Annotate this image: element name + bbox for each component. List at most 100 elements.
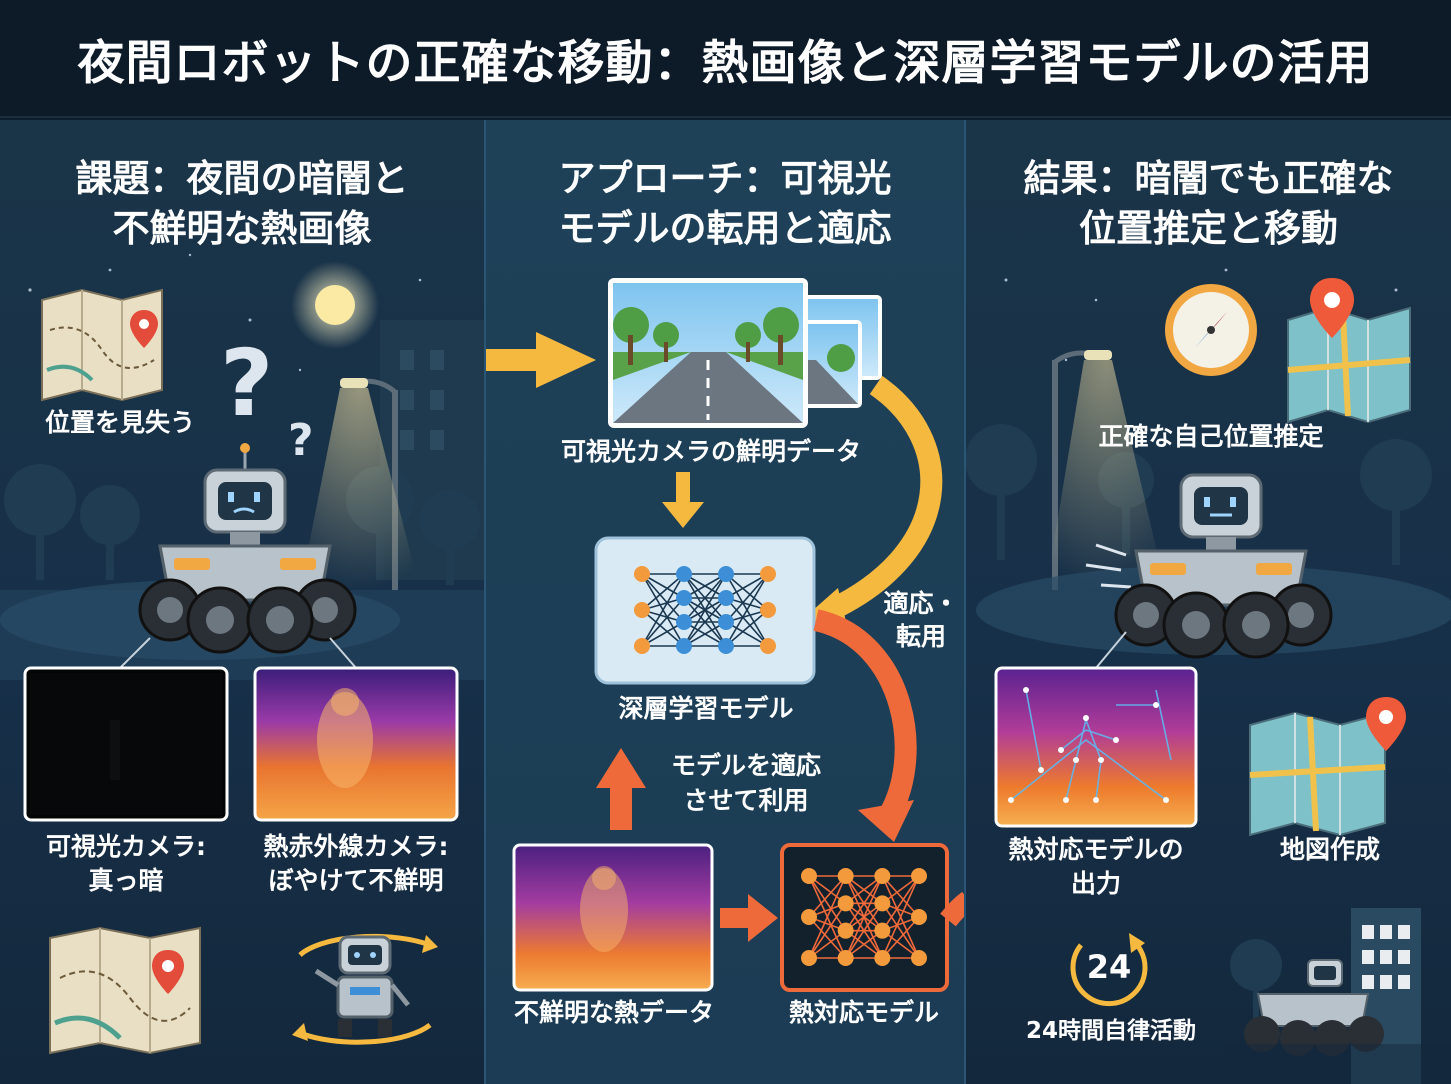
network-edge: [844, 875, 884, 959]
network-node: [676, 590, 692, 606]
network-node: [760, 566, 776, 582]
network-node: [837, 922, 854, 939]
robot-icon: [314, 935, 410, 1037]
result-title: 結果：暗闇でも正確な 位置推定と移動: [1023, 157, 1394, 250]
network-node: [718, 566, 734, 582]
page-title: 夜間ロボットの正確な移動：熱画像と深層学習モデルの活用: [77, 35, 1374, 91]
map-icon: [1249, 697, 1406, 837]
localization-label: 正確な自己位置推定: [1098, 422, 1324, 451]
network-edge: [881, 902, 920, 959]
network-edge: [641, 573, 685, 611]
network-node: [911, 950, 927, 966]
network-edge: [641, 621, 685, 647]
network-edge: [725, 573, 769, 647]
network-node: [760, 638, 776, 654]
network-edge: [808, 902, 847, 959]
thermal-model-label: 熱対応モデル: [788, 998, 939, 1027]
network-edge: [725, 597, 769, 647]
adapt-label: モデルを適応 させて利用: [670, 751, 821, 815]
deep-model-label: 深層学習モデル: [618, 694, 794, 723]
network-edge: [683, 573, 727, 623]
neural-network-icon: [801, 868, 927, 966]
result-scene: 24: [966, 268, 1451, 1084]
network-node: [634, 602, 650, 618]
network-edge: [808, 875, 847, 918]
network-node: [634, 566, 650, 582]
approach-title: アプローチ：可視光 モデルの転用と適応: [558, 157, 892, 250]
visible-data-label: 可視光カメラの鮮明データ: [560, 437, 861, 466]
map-label: 地図作成: [1279, 835, 1380, 864]
transfer-label: 適応・ 転用: [883, 589, 959, 651]
neural-network-icon: [634, 566, 776, 654]
thermal-output-label: 熱対応モデルの 出力: [1008, 835, 1184, 898]
network-edge: [808, 875, 847, 932]
network-edge: [808, 916, 847, 959]
blurry-thermal-image: [512, 843, 714, 992]
network-edge: [641, 573, 685, 647]
network-node: [874, 950, 891, 966]
network-edge: [881, 916, 920, 959]
autonomy-label: 24時間自律活動: [1025, 1018, 1196, 1044]
network-edge: [725, 573, 769, 623]
svg-text:?: ?: [220, 330, 273, 437]
map-icon: [1287, 278, 1411, 424]
network-node: [718, 638, 734, 654]
panel-challenge: ? ?: [0, 120, 484, 1084]
network-edge: [683, 621, 727, 647]
network-node: [634, 638, 650, 654]
network-node: [874, 868, 891, 884]
network-node: [718, 614, 734, 630]
clock-24-icon: 24: [1070, 933, 1148, 1007]
robot-icon: [138, 443, 357, 654]
street-lamp-icon: [300, 378, 420, 590]
thermal-camera-label: 熱赤外線カメラ: ぼやけて不鮮明: [263, 832, 449, 895]
network-edge: [641, 597, 685, 647]
network-edge: [725, 609, 769, 647]
network-edge: [881, 875, 920, 932]
network-edge: [725, 573, 769, 611]
network-edge: [683, 597, 727, 647]
visible-data-images: [608, 278, 882, 428]
visible-camera-image: [23, 666, 229, 822]
badge-24: 24: [1087, 948, 1132, 986]
network-edge: [683, 573, 727, 599]
street-lamp-icon: [1046, 350, 1166, 590]
map-icon: [49, 926, 201, 1055]
network-node: [801, 909, 817, 925]
moon-icon: [315, 285, 355, 325]
rotate-arrows-icon: [292, 933, 438, 1045]
network-edge: [641, 573, 685, 623]
network-edge: [641, 609, 685, 647]
network-node: [911, 868, 927, 884]
question-icon: ? ?: [220, 330, 314, 466]
network-node: [760, 602, 776, 618]
network-edge: [845, 875, 883, 932]
robot-icon: [1085, 473, 1333, 659]
network-node: [837, 950, 854, 966]
network-edge: [808, 875, 847, 959]
network-node: [718, 590, 734, 606]
network-node: [676, 638, 692, 654]
network-edge: [845, 902, 883, 959]
network-node: [874, 895, 891, 912]
compass-icon: [1165, 284, 1257, 376]
network-node: [874, 922, 891, 939]
network-edge: [725, 621, 769, 647]
network-edge: [683, 573, 727, 647]
network-edge: [881, 875, 920, 959]
network-edge: [641, 573, 685, 599]
challenge-title: 課題：夜間の暗闇と 不鮮明な熱画像: [75, 157, 409, 250]
thermal-output-image: [994, 666, 1198, 828]
lost-position-label: 位置を見失う: [44, 408, 195, 437]
network-edge: [881, 875, 920, 918]
panel-result: 24 結果：暗闇でも正確な 位置推定と移動 正確な自己位置推定 熱対応モデルの …: [966, 120, 1451, 1084]
network-node: [801, 868, 817, 884]
network-edge: [725, 573, 769, 599]
svg-text:?: ?: [288, 415, 314, 466]
network-node: [801, 950, 817, 966]
network-node: [911, 909, 927, 925]
network-node: [837, 868, 854, 884]
blurry-thermal-label: 不鮮明な熱データ: [513, 998, 714, 1027]
network-node: [676, 614, 692, 630]
stars: [1004, 268, 1398, 362]
